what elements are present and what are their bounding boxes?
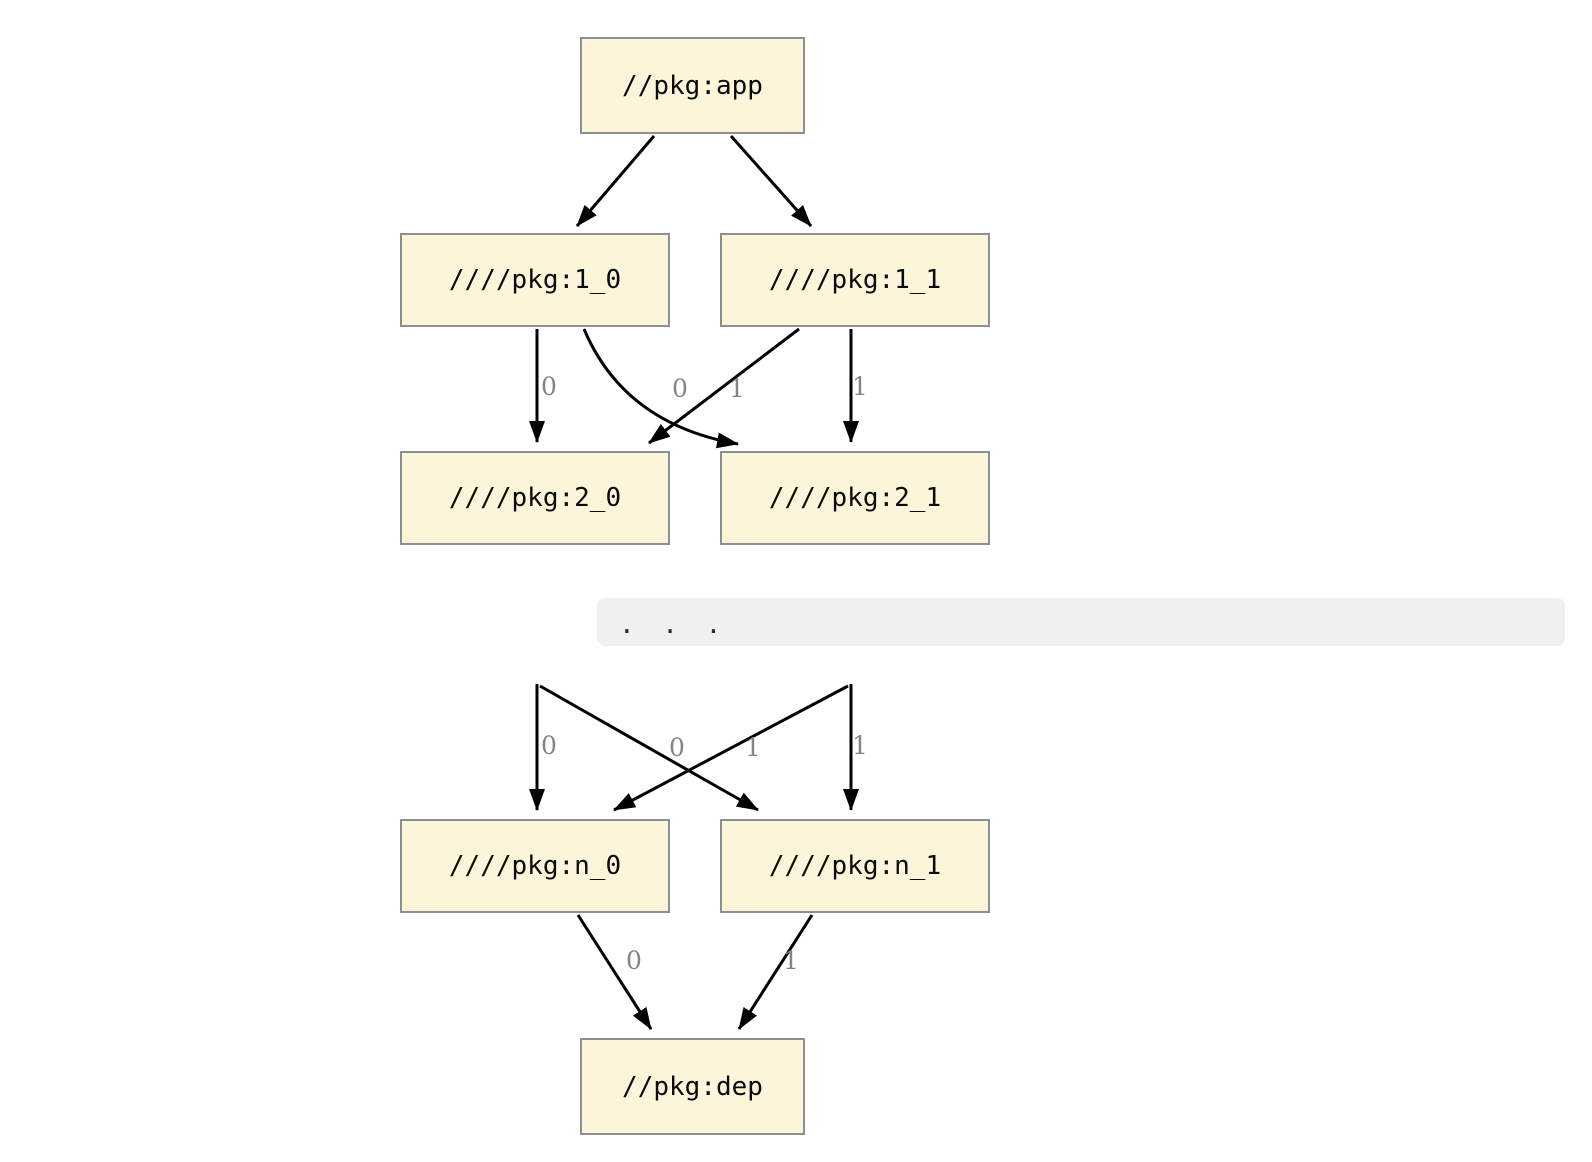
edge-label-lower-0-left: 0 (541, 731, 557, 760)
edge-label-lower-0-mid: 0 (669, 733, 685, 762)
edge-label-upper-1-mid: 1 (729, 374, 745, 403)
edge-label-upper-1-right: 1 (852, 372, 868, 401)
edge-label-dep-0: 0 (626, 946, 642, 975)
edge-n_0-to-dep (576, 914, 653, 1030)
edge-label-upper-0-left: 0 (541, 372, 557, 401)
node-pkg-2_0: ////pkg:2_0 (400, 451, 670, 545)
edge-1_0-to-2_1 (582, 328, 739, 449)
edge-label-upper-0-mid: 0 (672, 374, 688, 403)
edge-ellipsis-to-n_0-cross (613, 684, 849, 812)
edge-n_1-to-dep (737, 914, 814, 1030)
edge-app-to-1_0 (575, 135, 656, 227)
edge-label-lower-1-mid: 1 (745, 733, 761, 762)
edge-label-dep-1: 1 (783, 946, 799, 975)
node-pkg-1_1: ////pkg:1_1 (720, 233, 990, 327)
node-pkg-2_1: ////pkg:2_1 (720, 451, 990, 545)
ellipsis-bar: . . . (597, 598, 1565, 646)
edge-1_1-to-2_0 (648, 327, 800, 445)
node-pkg-n_1: ////pkg:n_1 (720, 819, 990, 913)
edge-app-to-1_1 (729, 135, 813, 227)
node-pkg-dep: //pkg:dep (580, 1038, 805, 1135)
node-pkg-n_0: ////pkg:n_0 (400, 819, 670, 913)
edge-ellipsis-to-n_1-cross (539, 684, 759, 812)
node-pkg-1_0: ////pkg:1_0 (400, 233, 670, 327)
edge-label-lower-1-right: 1 (852, 731, 868, 760)
node-pkg-app: //pkg:app (580, 37, 805, 134)
